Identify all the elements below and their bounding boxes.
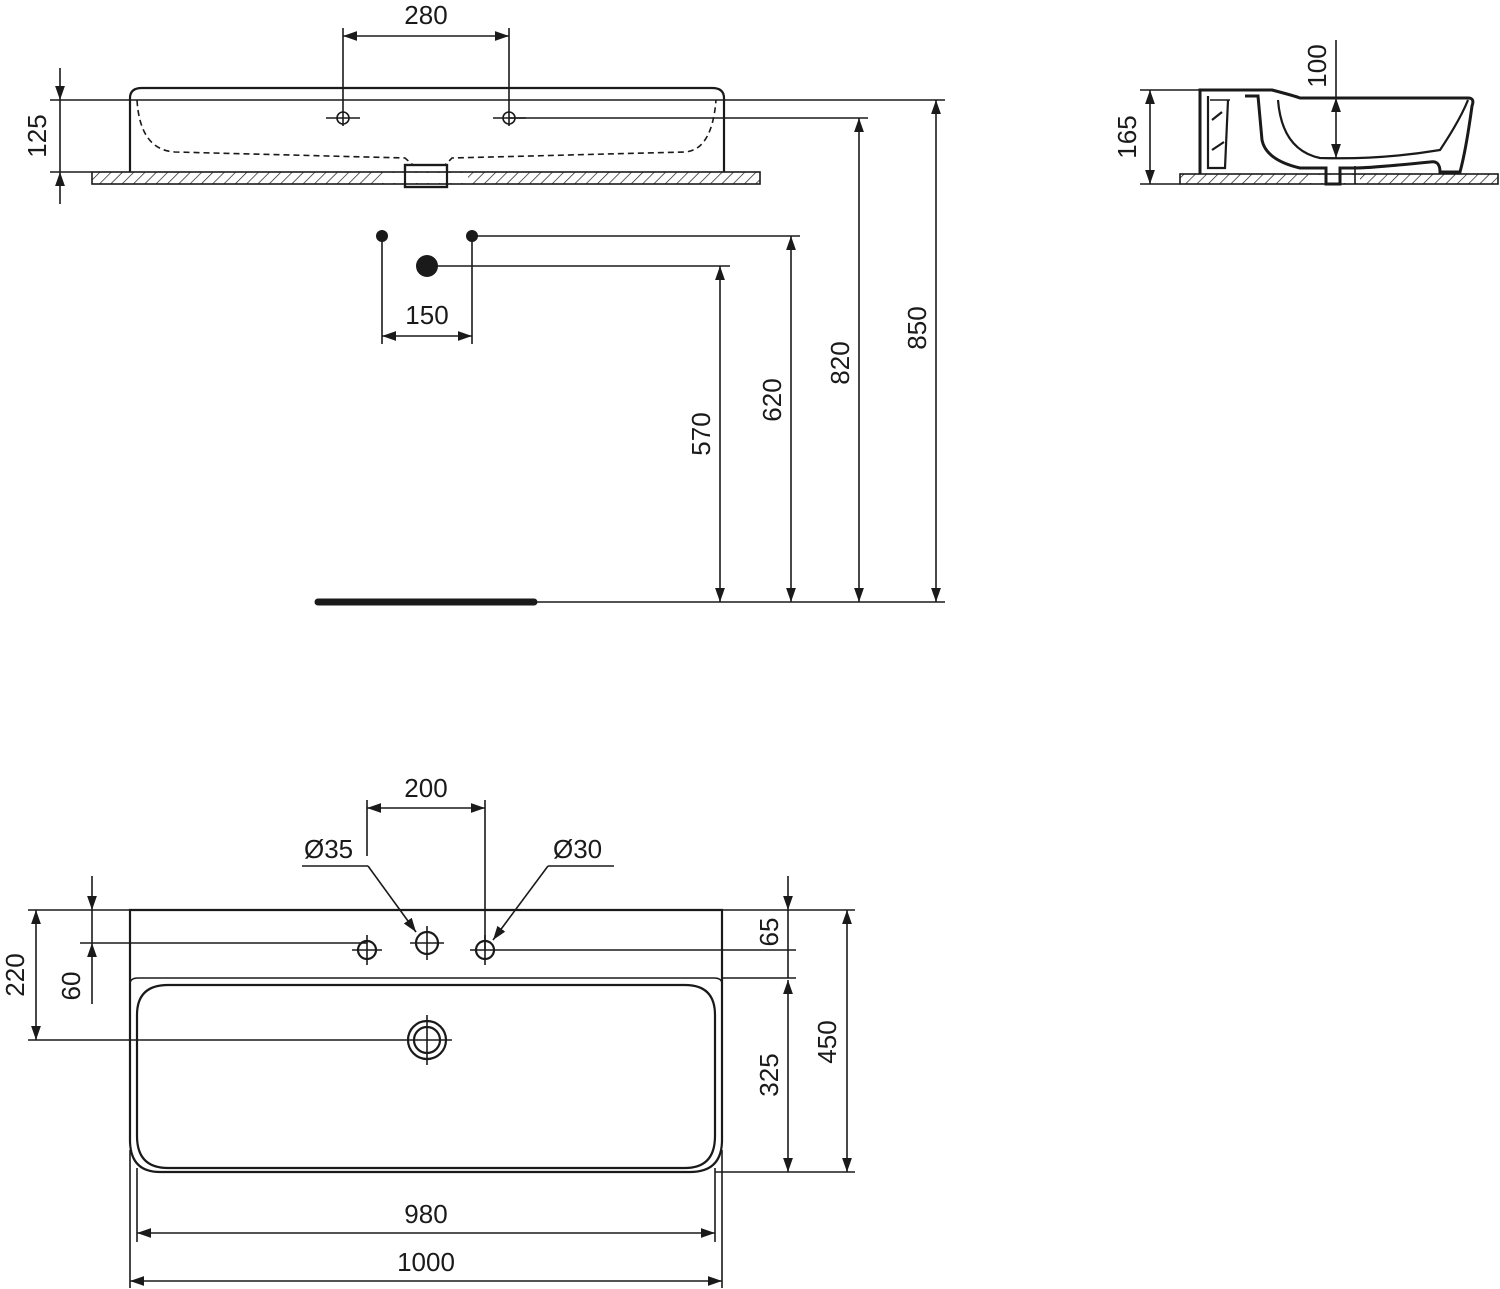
dimension-65: 65 [754,918,784,947]
dimension-100: 100 [1302,44,1332,87]
dimension-150: 150 [405,300,448,330]
side-basin-inner [1276,99,1470,160]
waste-outlet-cover [403,163,449,189]
waste-hole [402,1015,452,1065]
dimension-450: 450 [812,1020,842,1063]
plan-basin-outer [128,908,724,1174]
front-elevation: 280 125 150 570 620 820 [22,0,945,606]
dimension-200: 200 [404,773,447,803]
dimension-620: 620 [757,378,787,421]
tap-hole-left [352,935,382,965]
tap-hole-diameter-label: Ø35 [304,834,353,864]
dimension-850: 850 [902,306,932,349]
plan-view: 200 Ø35 Ø30 220 60 65 325 450 [0,773,855,1288]
dimension-325: 325 [754,1053,784,1096]
side-overflow-channel [1206,96,1230,170]
dimension-820: 820 [825,341,855,384]
dimension-220: 220 [0,953,30,996]
overflow-hole-diameter-label: Ø30 [553,834,602,864]
dimension-60: 60 [56,972,86,1001]
dimension-165: 165 [1112,115,1142,158]
plan-bowl [135,983,717,1170]
basin-outline [128,86,726,172]
dimension-570: 570 [686,412,716,455]
tap-hole-center [410,926,444,960]
inner-bowl-hidden-line [136,99,717,166]
dimension-980: 980 [404,1199,447,1229]
plan-deck-line [129,977,723,985]
dimension-125: 125 [22,114,52,157]
side-section: 165 100 [1112,40,1499,186]
dimension-1000: 1000 [397,1247,455,1277]
dimension-280: 280 [404,0,447,30]
countertop-cut [383,173,468,183]
